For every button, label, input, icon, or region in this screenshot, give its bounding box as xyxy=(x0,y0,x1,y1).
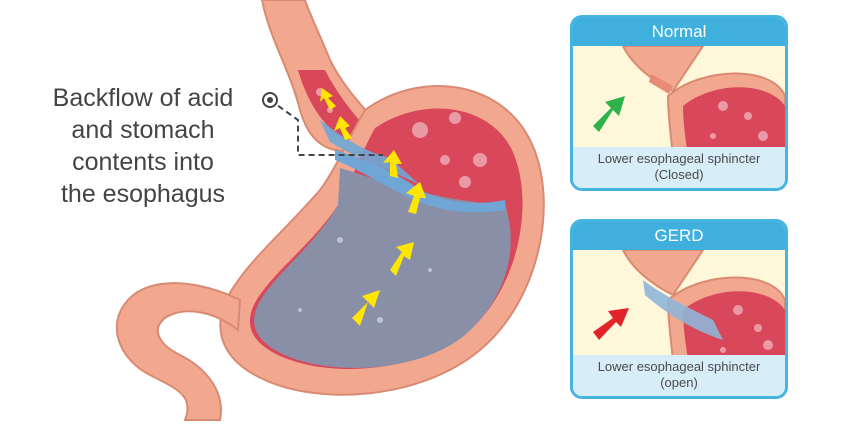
reflux-arrow-5 xyxy=(334,116,352,140)
reflux-arrow-4 xyxy=(383,150,402,178)
acid-pool xyxy=(254,168,511,368)
acid-surface xyxy=(335,150,506,213)
gerd-panel-title: GERD xyxy=(573,222,785,250)
normal-direction-arrow-icon xyxy=(593,96,625,132)
reflux-arrow-1 xyxy=(352,290,380,326)
reflux-arrow-6 xyxy=(320,88,336,110)
gerd-direction-arrow-icon xyxy=(593,308,629,340)
callout-line-4: the esophagus xyxy=(60,180,226,208)
normal-panel-caption: Lower esophageal sphincter (Closed) xyxy=(573,147,785,188)
gerd-panel-caption: Lower esophageal sphincter (open) xyxy=(573,355,785,396)
normal-panel: Normal Lower esophageal sphincter (Close… xyxy=(570,15,788,191)
reflux-arrows xyxy=(320,88,426,326)
gerd-caption-line-1: Lower esophageal sphincter xyxy=(597,359,761,374)
backflow-callout: Backflow of acid and stomach contents in… xyxy=(18,82,268,210)
callout-line-1: Backflow of acid xyxy=(52,84,234,112)
gerd-sphincter-illustration xyxy=(573,250,785,360)
normal-sphincter-illustration xyxy=(573,46,785,156)
gerd-caption-line-2: (open) xyxy=(660,375,698,390)
normal-caption-line-2: (Closed) xyxy=(654,167,704,182)
callout-leader-line xyxy=(269,99,383,156)
normal-caption-line-1: Lower esophageal sphincter xyxy=(597,151,761,166)
reflux-arrow-3 xyxy=(406,182,426,214)
normal-panel-title: Normal xyxy=(573,18,785,46)
callout-line-3: contents into xyxy=(72,148,214,176)
duodenum xyxy=(115,282,242,421)
callout-line-2: and stomach xyxy=(71,116,215,144)
stomach-bubbles xyxy=(298,88,487,323)
reflux-arrow-2 xyxy=(390,242,414,276)
gerd-reflux-stream xyxy=(643,280,723,340)
gerd-panel: GERD Lower esophageal sphincter (open) xyxy=(570,219,788,399)
